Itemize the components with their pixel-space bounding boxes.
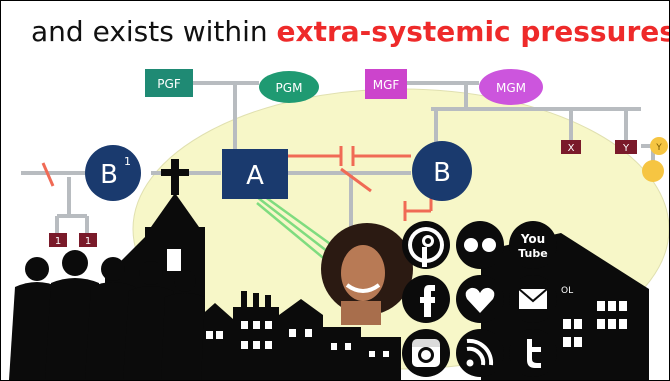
b1-node: B 1	[85, 145, 141, 201]
child-node-1: 1	[49, 233, 67, 247]
people-silhouettes	[9, 250, 205, 380]
twitter-icon	[509, 329, 557, 377]
school-windows	[563, 301, 627, 347]
b1-label: B	[100, 160, 118, 190]
pgf-node: PGF	[145, 69, 193, 97]
social-icon-grid: You Tube	[402, 221, 557, 377]
pgm-node: PGM	[259, 71, 319, 103]
child-node-2: 1	[79, 233, 97, 247]
instagram-icon	[402, 329, 450, 377]
mail-icon	[509, 275, 557, 323]
youtube-icon: You Tube	[509, 221, 557, 269]
b-node: B	[412, 141, 472, 201]
youtube-line2: Tube	[518, 247, 547, 260]
y-partner-node: Y	[650, 137, 668, 155]
mgf-node: MGF	[365, 69, 407, 99]
a-label: A	[246, 161, 264, 191]
y-label: Y	[622, 143, 630, 154]
mgf-label: MGF	[373, 78, 400, 92]
pgm-label: PGM	[276, 81, 303, 95]
mgm-node: MGM	[479, 69, 543, 105]
town-windows	[206, 321, 389, 357]
flickr-icon	[456, 221, 504, 269]
title-lead: and exists within	[31, 15, 277, 48]
conflict-lines	[41, 146, 433, 221]
heart-icon	[456, 275, 504, 323]
slide-title: and exists within extra-systemic pressur…	[31, 15, 670, 48]
b-label: B	[433, 158, 451, 188]
y-node: Y	[615, 140, 637, 154]
y-partner-label: Y	[655, 143, 662, 153]
school-sign: OL	[561, 286, 573, 296]
child-label-1: 1	[55, 236, 61, 247]
woman-photo	[321, 223, 413, 325]
b1-superscript: 1	[124, 155, 131, 168]
pgf-label: PGF	[157, 77, 181, 91]
mgm-label: MGM	[496, 81, 526, 95]
title-emphasis: extra-systemic pressures	[276, 15, 670, 48]
y-child-node	[642, 160, 664, 182]
rss-icon	[456, 329, 504, 377]
a-node: A	[222, 149, 288, 199]
church-window	[167, 249, 181, 271]
child-label-2: 1	[85, 236, 91, 247]
x-node: X	[561, 140, 581, 154]
youtube-line1: You	[520, 232, 545, 246]
x-label: X	[568, 143, 575, 154]
facebook-icon	[402, 275, 450, 323]
pinterest-icon	[402, 221, 450, 269]
town-silhouette	[197, 291, 401, 380]
